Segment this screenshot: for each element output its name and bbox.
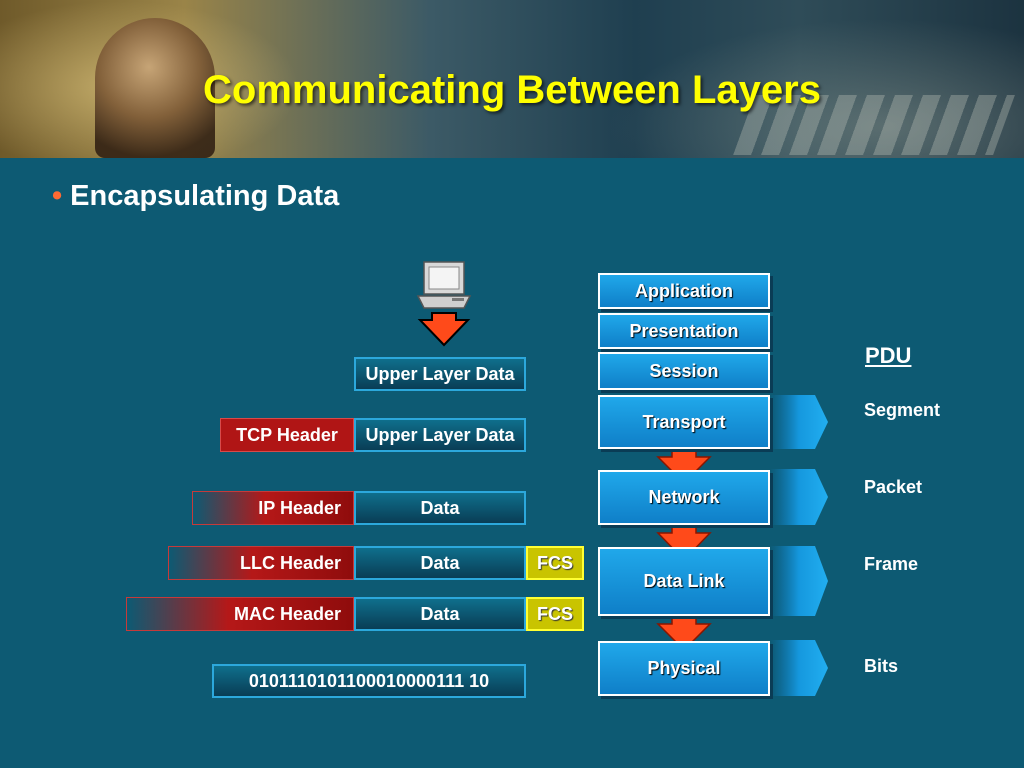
header-banner <box>0 0 1024 158</box>
mac-header-box: MAC Header <box>126 597 354 631</box>
computer-icon <box>416 261 472 309</box>
pdu-packet-label: Packet <box>864 477 923 497</box>
slide-title: Communicating Between Layers <box>203 68 821 112</box>
bullet-text: Encapsulating Data <box>70 180 340 212</box>
osi-layer-session: Session <box>598 352 770 390</box>
upper-layer-data-box: Upper Layer Data <box>354 357 526 391</box>
arrow-network-datalink-icon <box>656 525 712 562</box>
pdu-chevron-packet <box>770 469 828 525</box>
pdu-frame-label: Frame <box>864 554 919 574</box>
llc-fcs-box: FCS <box>526 546 584 580</box>
pdu-chevron-segment <box>770 395 828 449</box>
mac-fcs-box: FCS <box>526 597 584 631</box>
ip-header-box: IP Header <box>192 491 354 525</box>
mac-data-box: Data <box>354 597 526 631</box>
banner-device-image <box>560 0 1024 158</box>
tcp-header-box: TCP Header <box>220 418 354 452</box>
llc-header-box: LLC Header <box>168 546 354 580</box>
osi-layer-data-link: Data Link <box>598 547 770 616</box>
osi-layer-transport: Transport <box>598 395 770 449</box>
osi-layer-physical: Physical <box>598 641 770 696</box>
pdu-chevron-bits <box>770 640 828 696</box>
ip-data-box: Data <box>354 491 526 525</box>
pdu-segment-label: Segment <box>864 400 941 420</box>
bullet-dot-icon: • <box>52 180 63 212</box>
tcp-data-box: Upper Layer Data <box>354 418 526 452</box>
arrow-down-icon <box>417 312 471 347</box>
llc-data-box: Data <box>354 546 526 580</box>
osi-layer-application: Application <box>598 273 770 309</box>
bullet-item: •Encapsulating Data <box>52 180 339 213</box>
osi-layer-presentation: Presentation <box>598 313 770 349</box>
bits-box: 0101110101100010000111 10 <box>212 664 526 698</box>
pdu-bits-label: Bits <box>864 656 899 676</box>
arrow-datalink-physical-icon <box>656 616 712 652</box>
pdu-chevron-frame <box>770 546 828 616</box>
osi-layer-network: Network <box>598 470 770 525</box>
pdu-heading: PDU <box>865 343 912 368</box>
banner-person-image <box>95 18 215 158</box>
